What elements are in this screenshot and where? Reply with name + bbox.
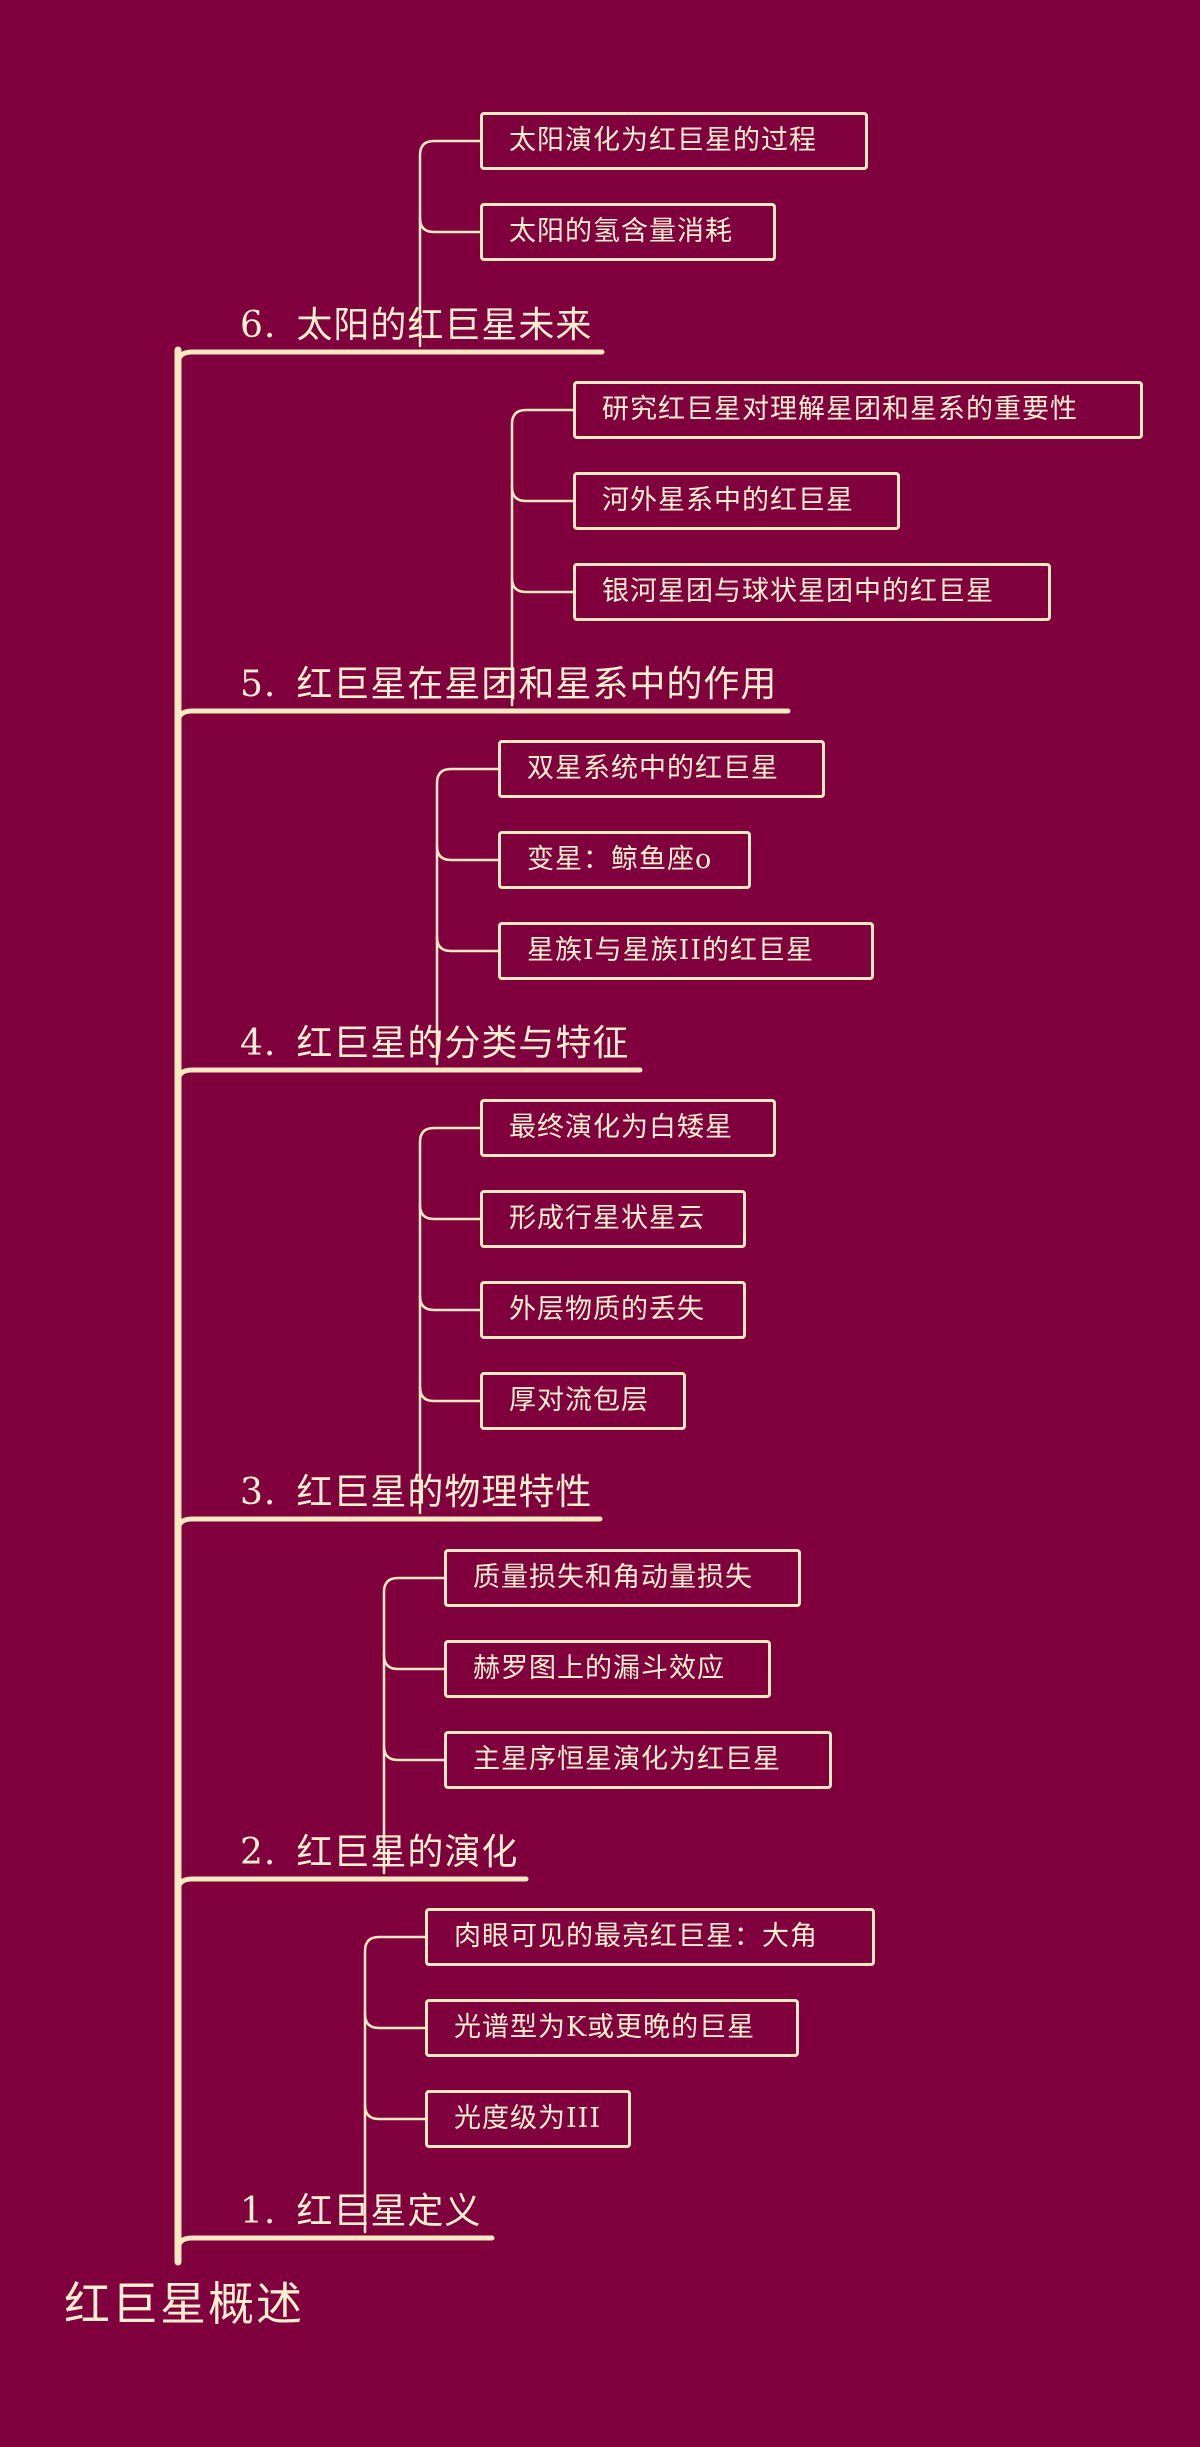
leaf-topic: 太阳的氢含量消耗 [480,203,776,261]
leaf-topic: 光度级为III [425,2090,631,2148]
leaf-topic: 双星系统中的红巨星 [498,740,825,798]
leaf-topic: 星族I与星族II的红巨星 [498,922,874,980]
leaf-connector [435,935,500,953]
leaf-connector [418,1203,482,1221]
leaf-topic: 质量损失和角动量损失 [444,1549,801,1607]
leaf-topic: 肉眼可见的最亮红巨星：大角 [425,1908,875,1966]
branch-topic: 5. 红巨星在星团和星系中的作用 [240,659,777,711]
branch-connector [175,349,605,367]
leaf-topic: 最终演化为白矮星 [480,1099,776,1157]
branch-number: 1. [240,2191,277,2232]
leaf-topic: 变星：鲸鱼座o [498,831,751,889]
leaf-spine [418,139,482,348]
branch-connector [175,708,791,726]
leaf-connector [418,1294,482,1312]
leaf-topic: 外层物质的丢失 [480,1281,746,1339]
leaf-connector [435,844,500,862]
root-topic: 红巨星概述 [64,2277,304,2331]
leaf-topic: 光谱型为K或更晚的巨星 [425,1999,799,2057]
leaf-connector [363,2012,427,2030]
branch-topic: 4. 红巨星的分类与特征 [240,1018,629,1070]
branch-number: 5. [240,664,277,705]
leaf-topic: 厚对流包层 [480,1372,686,1430]
branch-connector [175,1876,529,1894]
leaf-spine [363,1935,427,2234]
leaf-connector [382,1744,446,1762]
branch-connector [175,1516,603,1534]
leaf-connector [510,485,575,503]
leaf-topic: 研究红巨星对理解星团和星系的重要性 [573,381,1143,439]
leaf-topic: 形成行星状星云 [480,1190,746,1248]
branch-connector [175,2235,495,2253]
leaf-spine [382,1576,446,1875]
leaf-connector [363,2103,427,2121]
branch-number: 2. [240,1832,277,1873]
branch-label: 太阳的红巨星未来 [296,305,593,346]
leaf-spine [510,408,575,707]
leaf-connector [382,1653,446,1671]
branch-topic: 6. 太阳的红巨星未来 [240,300,592,352]
leaf-spine [435,767,500,1066]
branch-number: 3. [240,1472,277,1513]
branch-number: 6. [240,305,277,346]
leaf-topic: 太阳演化为红巨星的过程 [480,112,868,170]
leaf-connector [510,576,575,594]
branch-topic: 2. 红巨星的演化 [240,1827,518,1879]
branch-number: 4. [240,1023,277,1064]
leaf-topic: 银河星团与球状星团中的红巨星 [573,563,1051,621]
branch-topic: 3. 红巨星的物理特性 [240,1467,592,1519]
branch-label: 红巨星的演化 [296,1832,519,1873]
leaf-connector [418,216,482,234]
leaf-topic: 赫罗图上的漏斗效应 [444,1640,771,1698]
branch-label: 红巨星在星团和星系中的作用 [296,664,778,705]
leaf-topic: 主星序恒星演化为红巨星 [444,1731,832,1789]
branch-topic: 1. 红巨星定义 [240,2186,481,2238]
branch-connector [175,1067,643,1085]
branch-label: 红巨星的分类与特征 [296,1023,630,1064]
branch-label: 红巨星的物理特性 [296,1472,593,1513]
leaf-spine [418,1126,482,1515]
leaf-connector [418,1385,482,1403]
branch-label: 红巨星定义 [296,2191,482,2232]
leaf-topic: 河外星系中的红巨星 [573,472,900,530]
